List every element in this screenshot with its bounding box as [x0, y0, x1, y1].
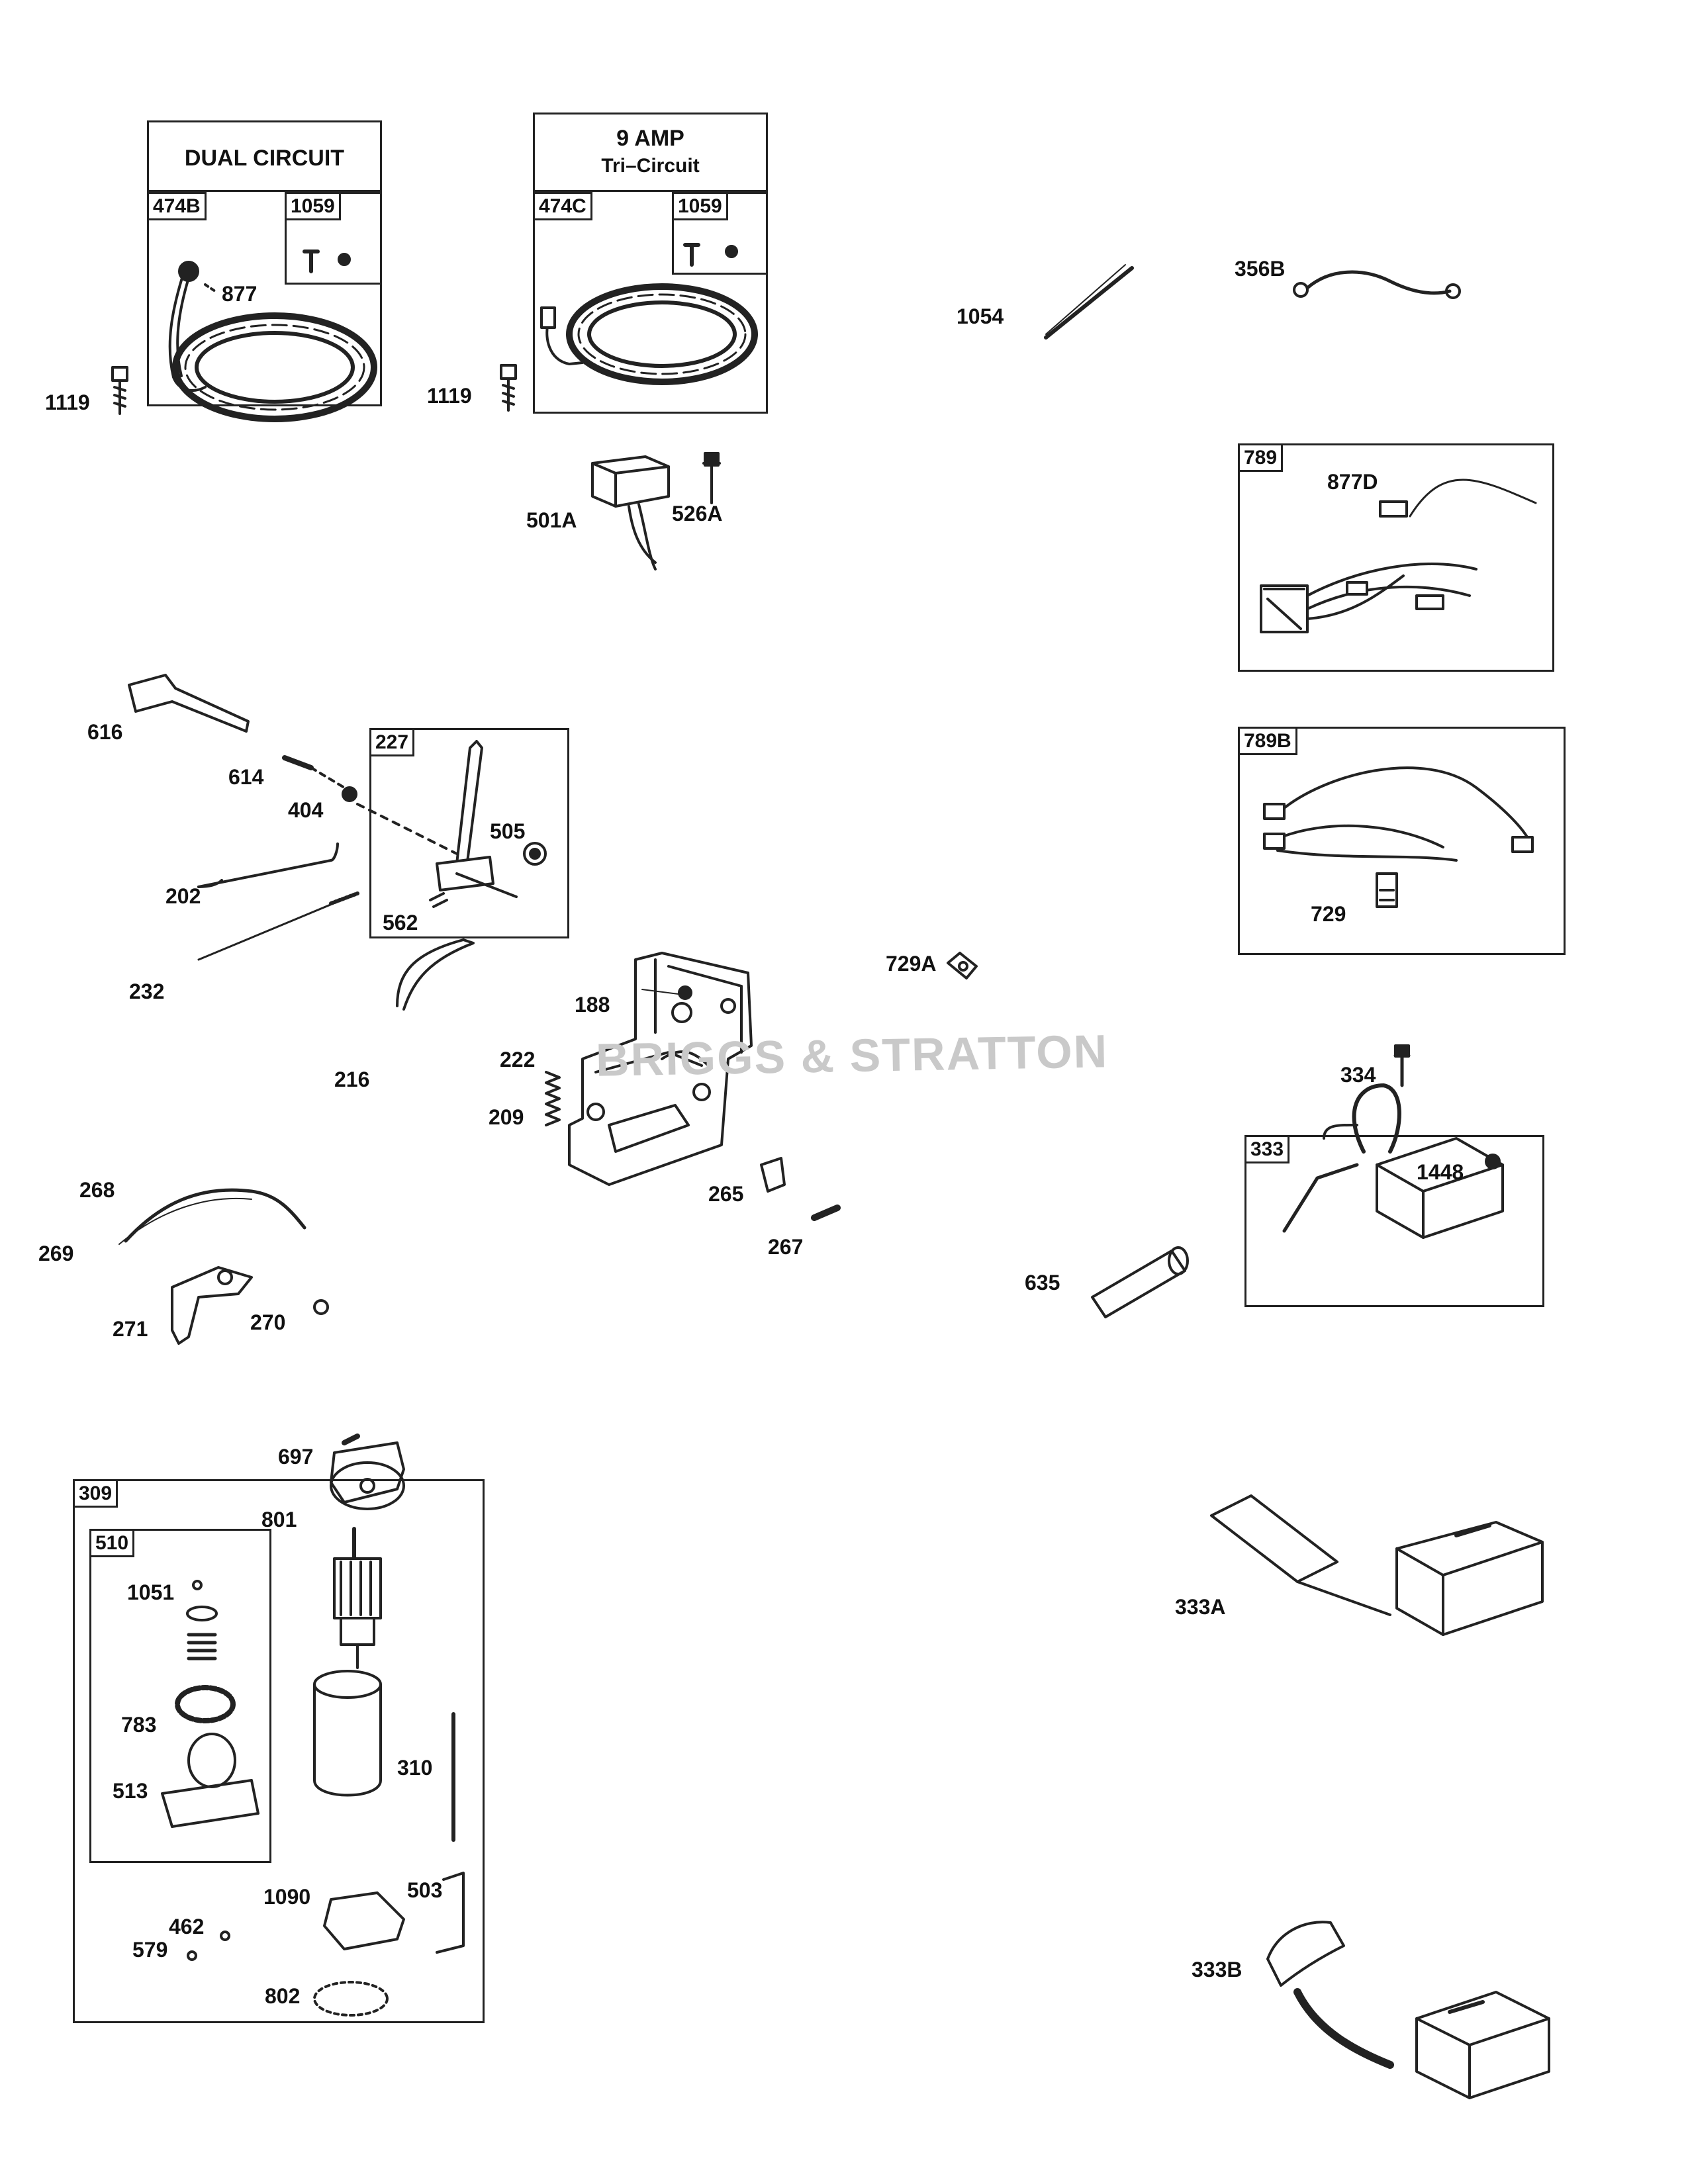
callout-267: 267 [768, 1235, 804, 1259]
callout-270: 270 [250, 1310, 286, 1334]
callout-209: 209 [489, 1105, 524, 1129]
callout-269: 269 [38, 1242, 74, 1265]
callout-1448: 1448 [1417, 1160, 1464, 1184]
callout-333b: 333B [1192, 1958, 1243, 1981]
cable-268-drawing [124, 1188, 306, 1243]
tri-circuit-title-line1: 9 AMP [616, 126, 684, 151]
kit-box-789b [1238, 727, 1566, 955]
callout-232: 232 [129, 979, 165, 1003]
callout-462: 462 [169, 1915, 205, 1938]
callout-635: 635 [1025, 1271, 1060, 1295]
brush-holder-drawing [323, 1891, 405, 1950]
kit-box-309 [73, 1479, 485, 2023]
callout-501a: 501A [526, 508, 577, 532]
spring-209-drawing [545, 1071, 561, 1126]
ground-wire-drawing [1305, 270, 1452, 295]
pinion-gear-drawing [175, 1685, 236, 1723]
armature-333b-drawing [1266, 1921, 1550, 2099]
callout-579: 579 [132, 1938, 168, 1962]
callout-526a: 526A [672, 502, 723, 525]
tag-789: 789 [1238, 443, 1284, 472]
clip-729a-drawing [947, 952, 978, 979]
callout-729: 729 [1311, 902, 1346, 926]
callout-310: 310 [397, 1756, 433, 1780]
alternator-tri-circuit-drawing [540, 283, 758, 385]
wiring-harness-789-drawing [1260, 478, 1537, 633]
callout-265: 265 [708, 1182, 744, 1206]
tag-1059-a: 1059 [285, 192, 341, 220]
callout-614: 614 [228, 765, 264, 789]
callout-222: 222 [500, 1048, 536, 1071]
callout-513: 513 [113, 1779, 148, 1803]
screw-334-drawing [1393, 1054, 1411, 1087]
dual-circuit-title: DUAL CIRCUIT [184, 146, 345, 171]
callout-271: 271 [113, 1317, 148, 1341]
kit-box-227 [369, 728, 569, 938]
callout-268: 268 [79, 1178, 115, 1202]
bolt-1119-drawing [111, 364, 517, 415]
tag-789b: 789B [1238, 727, 1297, 755]
tag-510: 510 [89, 1529, 135, 1557]
callout-1119-a: 1119 [45, 390, 90, 414]
callout-802: 802 [265, 1984, 301, 2008]
tri-circuit-title-line2: Tri–Circuit [601, 155, 700, 177]
nut-270-drawing [313, 1299, 329, 1315]
tag-333: 333 [1244, 1135, 1290, 1163]
control-bracket-222-drawing [568, 952, 753, 1186]
callout-562: 562 [383, 911, 418, 934]
kit-box-dual-circuit-header [147, 120, 382, 192]
watermark-logo-text: BRIGGS & STRATTON [595, 1025, 1109, 1086]
callout-616: 616 [87, 720, 123, 744]
callout-333a: 333A [1175, 1595, 1226, 1619]
armature-drawing [333, 1527, 382, 1669]
tag-227: 227 [369, 728, 415, 756]
link-202-drawing [197, 842, 339, 888]
alternator-dual-circuit-drawing [168, 261, 377, 422]
end-plate-drawing [313, 1981, 389, 2017]
kit-box-tri-circuit-header [533, 113, 768, 192]
bracket-271-drawing [171, 1266, 253, 1345]
callout-503: 503 [407, 1878, 443, 1902]
tie-strap-drawing [1044, 266, 1134, 340]
clip-265-drawing [760, 1157, 786, 1193]
callout-505: 505 [490, 819, 526, 843]
callout-697: 697 [278, 1445, 314, 1469]
wiring-harness-789b-drawing [1263, 766, 1534, 908]
spark-plug-boot-drawing [1091, 1246, 1189, 1318]
callout-801: 801 [261, 1508, 297, 1531]
callout-1119-b: 1119 [427, 384, 472, 408]
tag-474c: 474C [533, 192, 592, 220]
kit-box-789 [1238, 443, 1554, 672]
callout-783: 783 [121, 1713, 157, 1737]
link-216-drawing [396, 938, 475, 1011]
governor-lever-drawing [128, 674, 458, 855]
regulator-drawing [591, 452, 721, 570]
callout-356b: 356B [1235, 257, 1286, 281]
callout-334: 334 [1340, 1063, 1376, 1087]
screw-267-drawing [811, 1205, 841, 1221]
callout-404: 404 [288, 798, 324, 822]
kit-box-333 [1244, 1135, 1544, 1307]
callout-1054: 1054 [957, 304, 1004, 328]
callout-1090: 1090 [263, 1885, 311, 1909]
armature-333a-drawing [1210, 1494, 1544, 1636]
tag-1059-b: 1059 [672, 192, 728, 220]
callout-1051: 1051 [127, 1580, 175, 1604]
callout-729a: 729A [886, 952, 937, 976]
control-lever-227-drawing [429, 740, 547, 908]
armature-333-drawing [1282, 1083, 1504, 1239]
starter-housing-drawing [313, 1670, 382, 1797]
tag-309: 309 [73, 1479, 118, 1508]
tag-474b: 474B [147, 192, 207, 220]
spring-drawing [187, 1633, 217, 1661]
callout-877d: 877D [1327, 470, 1378, 494]
callout-216: 216 [334, 1068, 370, 1091]
callout-202: 202 [165, 884, 201, 908]
callout-877: 877 [222, 282, 258, 306]
starter-end-cap-drawing [330, 1441, 405, 1510]
callout-188: 188 [575, 993, 610, 1017]
kit-box-510 [89, 1529, 271, 1863]
